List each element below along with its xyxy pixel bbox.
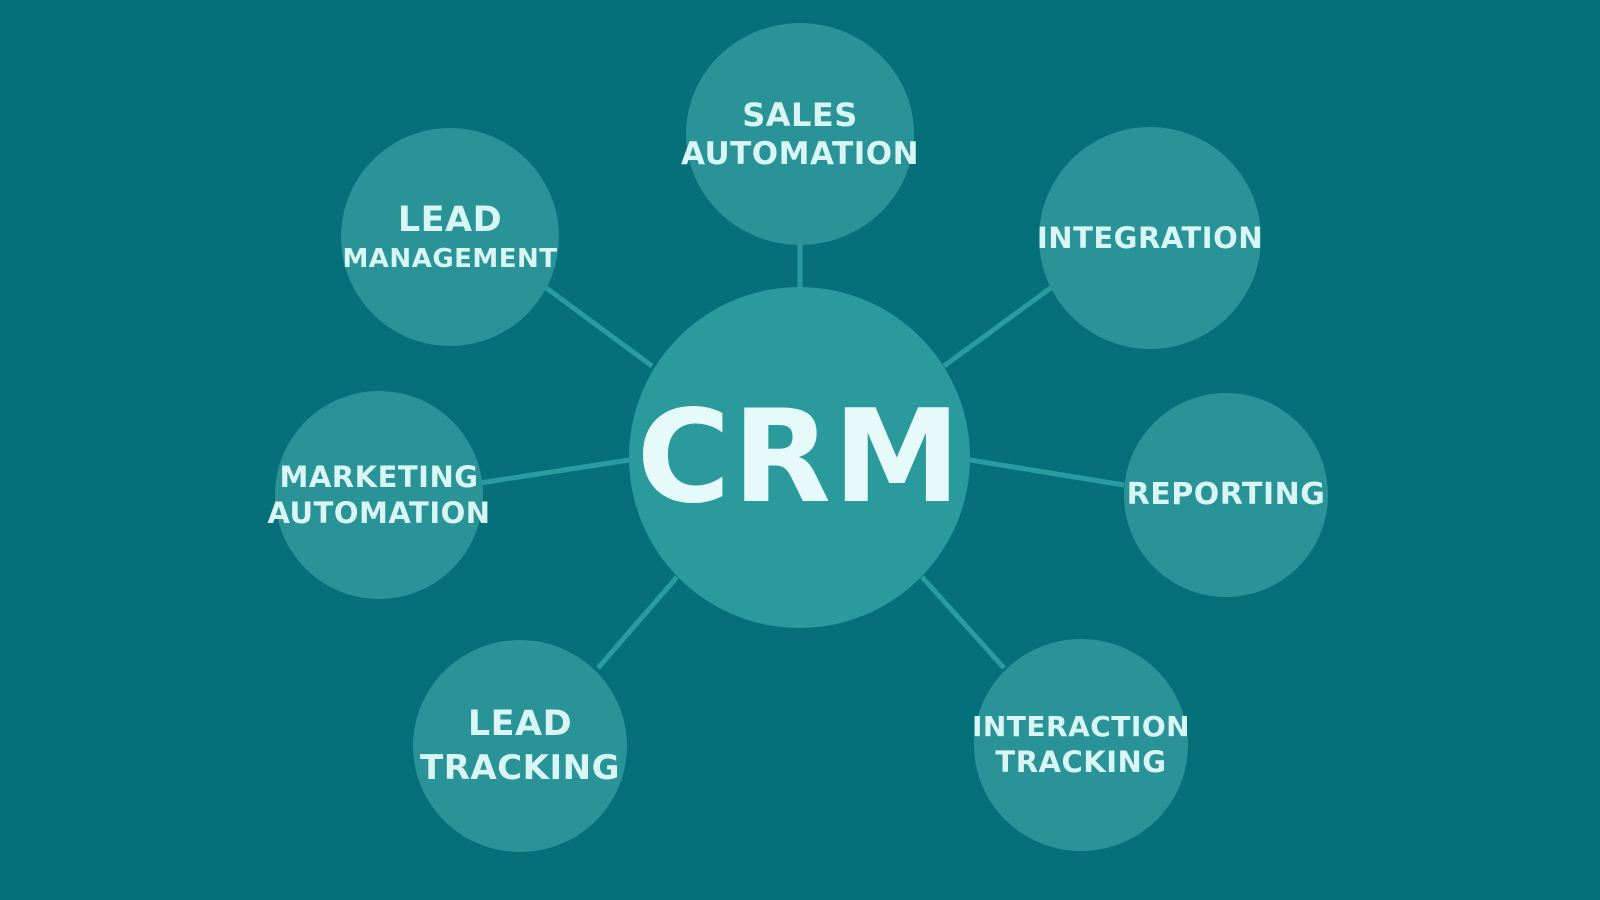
node-label-line: TRACKING bbox=[995, 745, 1167, 780]
node-integration: INTEGRATION bbox=[1037, 127, 1263, 349]
node-reporting: REPORTING bbox=[1124, 393, 1328, 597]
connector-marketing-automation bbox=[479, 457, 630, 486]
connector-integration bbox=[942, 284, 1054, 369]
crm-center-label: CRM bbox=[636, 382, 963, 532]
node-marketing-automation: MARKETING AUTOMATION bbox=[267, 391, 490, 599]
connector-reporting bbox=[969, 457, 1125, 488]
node-label-line: MARKETING bbox=[279, 459, 479, 494]
node-lead-tracking: LEAD TRACKING bbox=[413, 640, 627, 852]
node-lead-management: LEAD MANAGEMENT bbox=[341, 128, 559, 346]
node-label-line: LEAD bbox=[397, 199, 503, 240]
connector-lead-tracking bbox=[596, 575, 679, 670]
node-label-line: INTERACTION bbox=[971, 710, 1191, 744]
node-sales-automation: SALES AUTOMATION bbox=[681, 23, 919, 245]
node-label-line: AUTOMATION bbox=[680, 135, 920, 172]
crm-center-node: CRM bbox=[629, 287, 970, 628]
node-interaction-tracking: INTERACTION TRACKING bbox=[971, 639, 1191, 851]
connector-lead-management bbox=[543, 284, 654, 369]
node-label-line: TRACKING bbox=[420, 747, 620, 788]
node-label-line: REPORTING bbox=[1126, 477, 1326, 513]
node-label-line: INTEGRATION bbox=[1037, 220, 1263, 255]
node-label-line: LEAD bbox=[467, 703, 573, 744]
node-label-line: AUTOMATION bbox=[267, 496, 491, 530]
node-label-line: MANAGEMENT bbox=[342, 243, 558, 274]
connector-interaction-tracking bbox=[920, 575, 1006, 670]
node-label-line: SALES bbox=[742, 95, 858, 134]
